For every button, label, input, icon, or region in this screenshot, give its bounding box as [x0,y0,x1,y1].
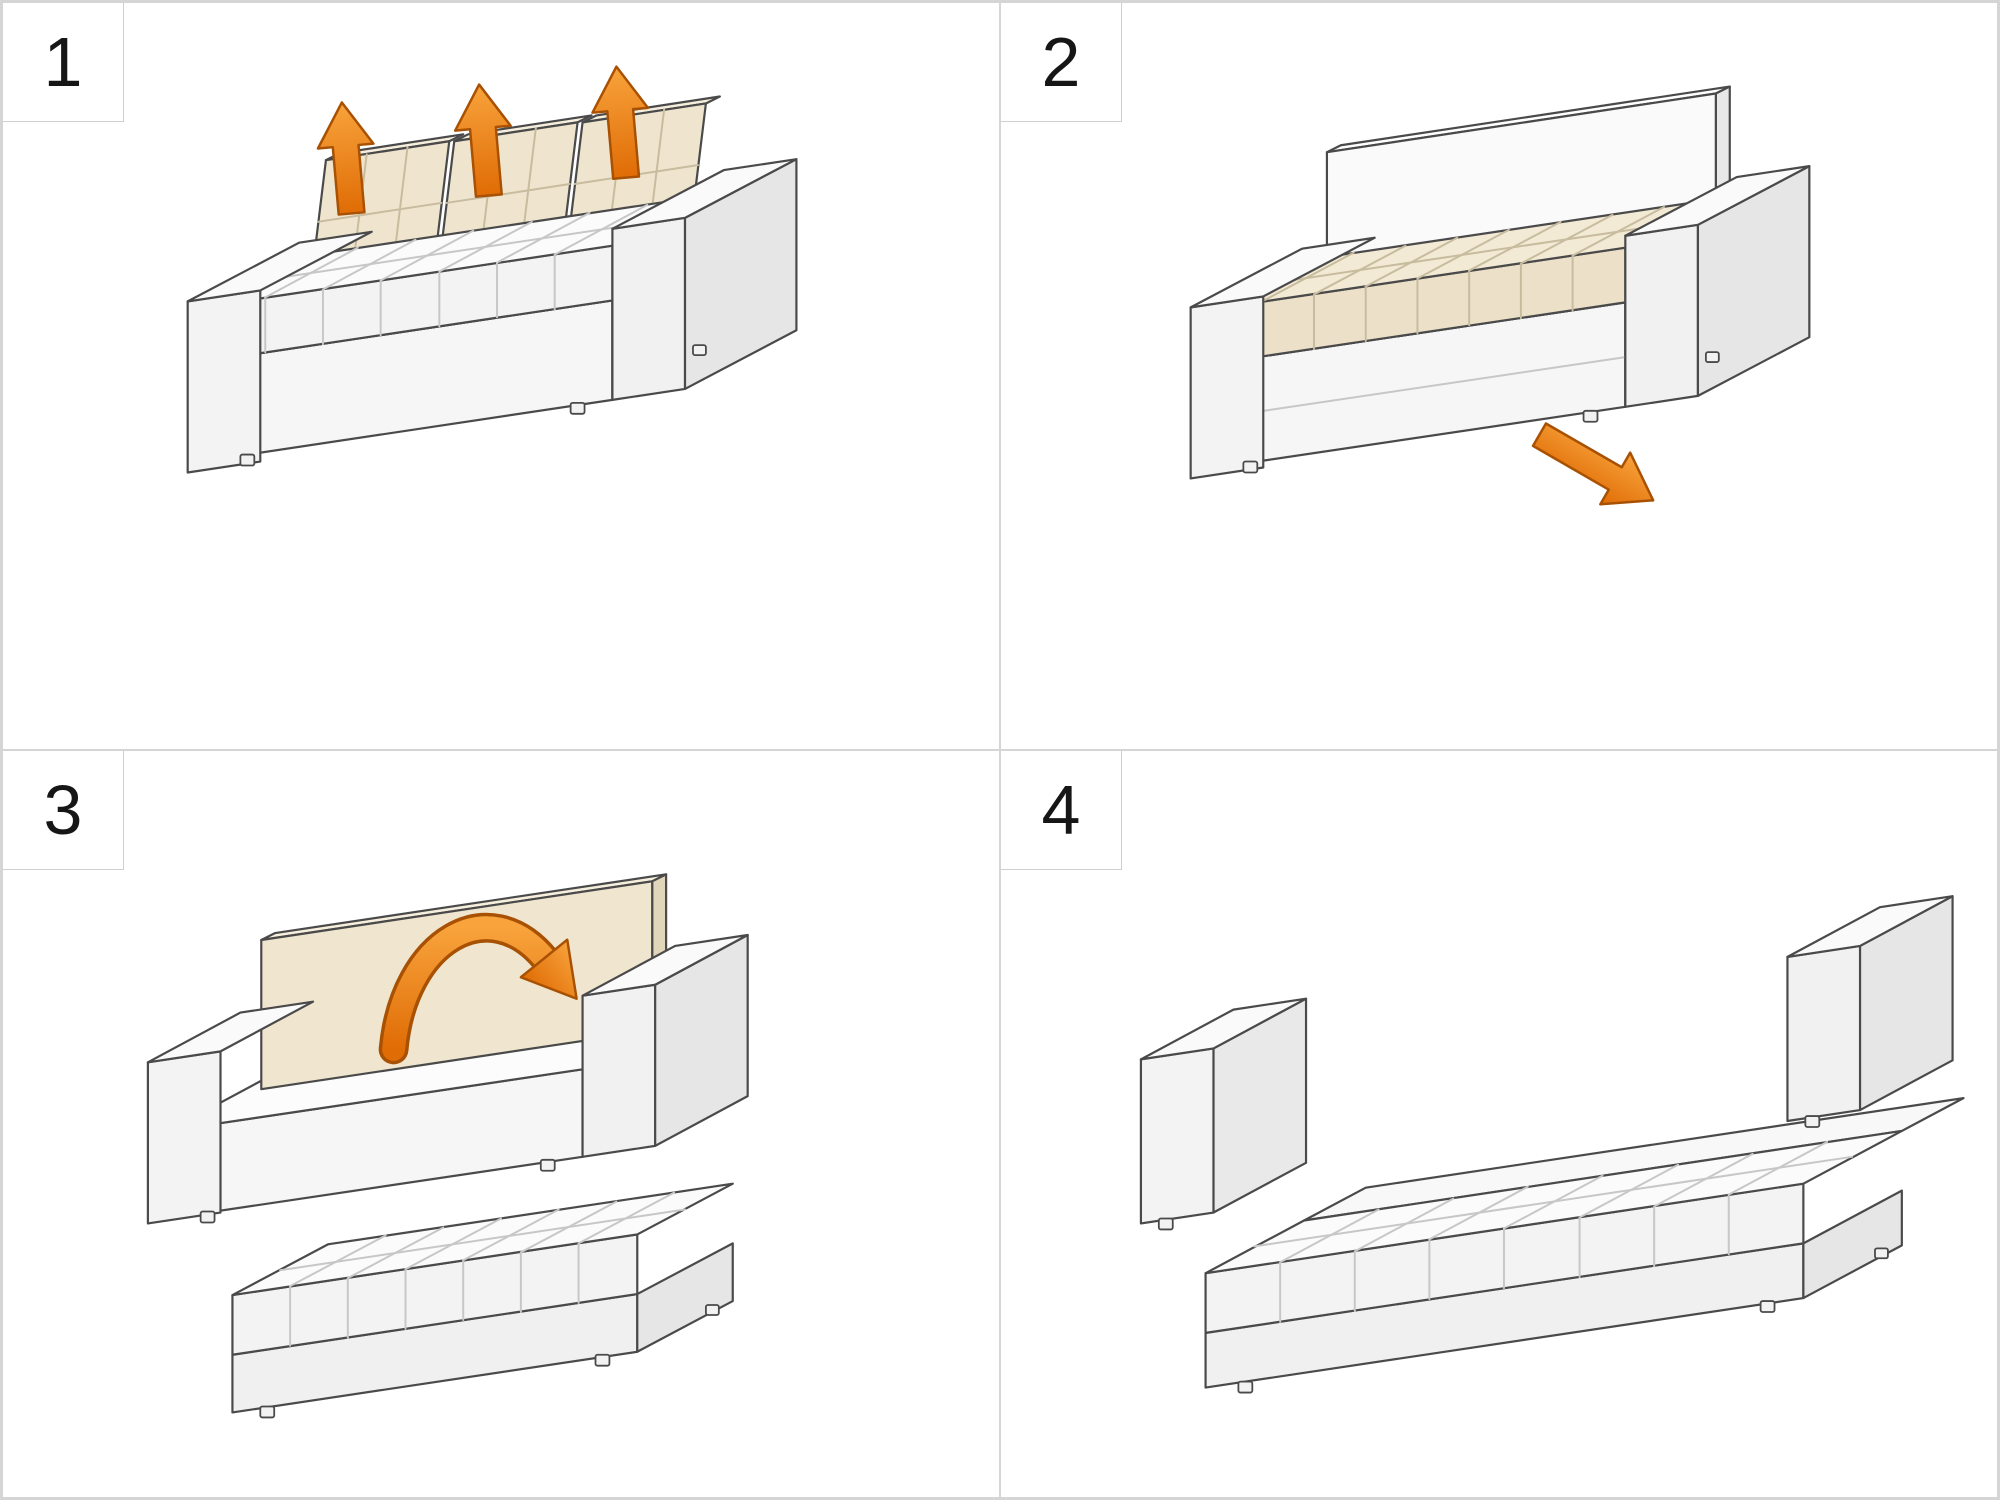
step-number-badge: 4 [1001,751,1122,870]
step-2-illustration-sofa-pull-seat [1189,85,1811,506]
armrest-left [146,1000,315,1225]
step-panel-4: 4 [1000,750,1998,1498]
step-number: 4 [1041,771,1081,849]
step-number: 1 [43,23,83,101]
mattress [1204,1129,1903,1389]
pulled-out-seat [231,1182,734,1414]
step-number-badge: 1 [3,3,124,122]
armrest-right [581,933,749,1158]
backrest-panel [260,873,668,1091]
armrest-left [1189,236,1376,480]
step-number: 3 [43,771,83,849]
sofa-feet [239,344,707,467]
step-3-illustration-fold-backrest [146,873,749,1419]
sofa-feet [1242,351,1720,474]
lift-arrow-icon [453,83,512,198]
fold-arrow-icon [378,912,578,1065]
lift-arrow-icon [591,65,650,181]
armrest-right [1624,165,1811,408]
armrest-right [1786,895,1954,1123]
sofa-feet [199,1158,720,1419]
lift-arrow-icon [316,101,375,216]
step-1-illustration-sofa-remove-back-cushions [186,65,798,474]
armrest-left [186,230,373,474]
step-panel-3: 3 [2,750,1000,1498]
lift-arrows [316,65,650,216]
pull-out-arrow-icon [1531,422,1655,506]
step-number-badge: 3 [3,751,124,870]
step-4-illustration-bed-ready [1139,895,1965,1394]
step-number-badge: 2 [1001,3,1122,122]
step-number: 2 [1041,23,1081,101]
step-panel-2: 2 [1000,2,1998,750]
step-panel-1: 1 [2,2,1000,750]
sofa-feet [1157,1115,1889,1394]
armrest-right [611,158,798,401]
armrest-left [1139,997,1308,1225]
